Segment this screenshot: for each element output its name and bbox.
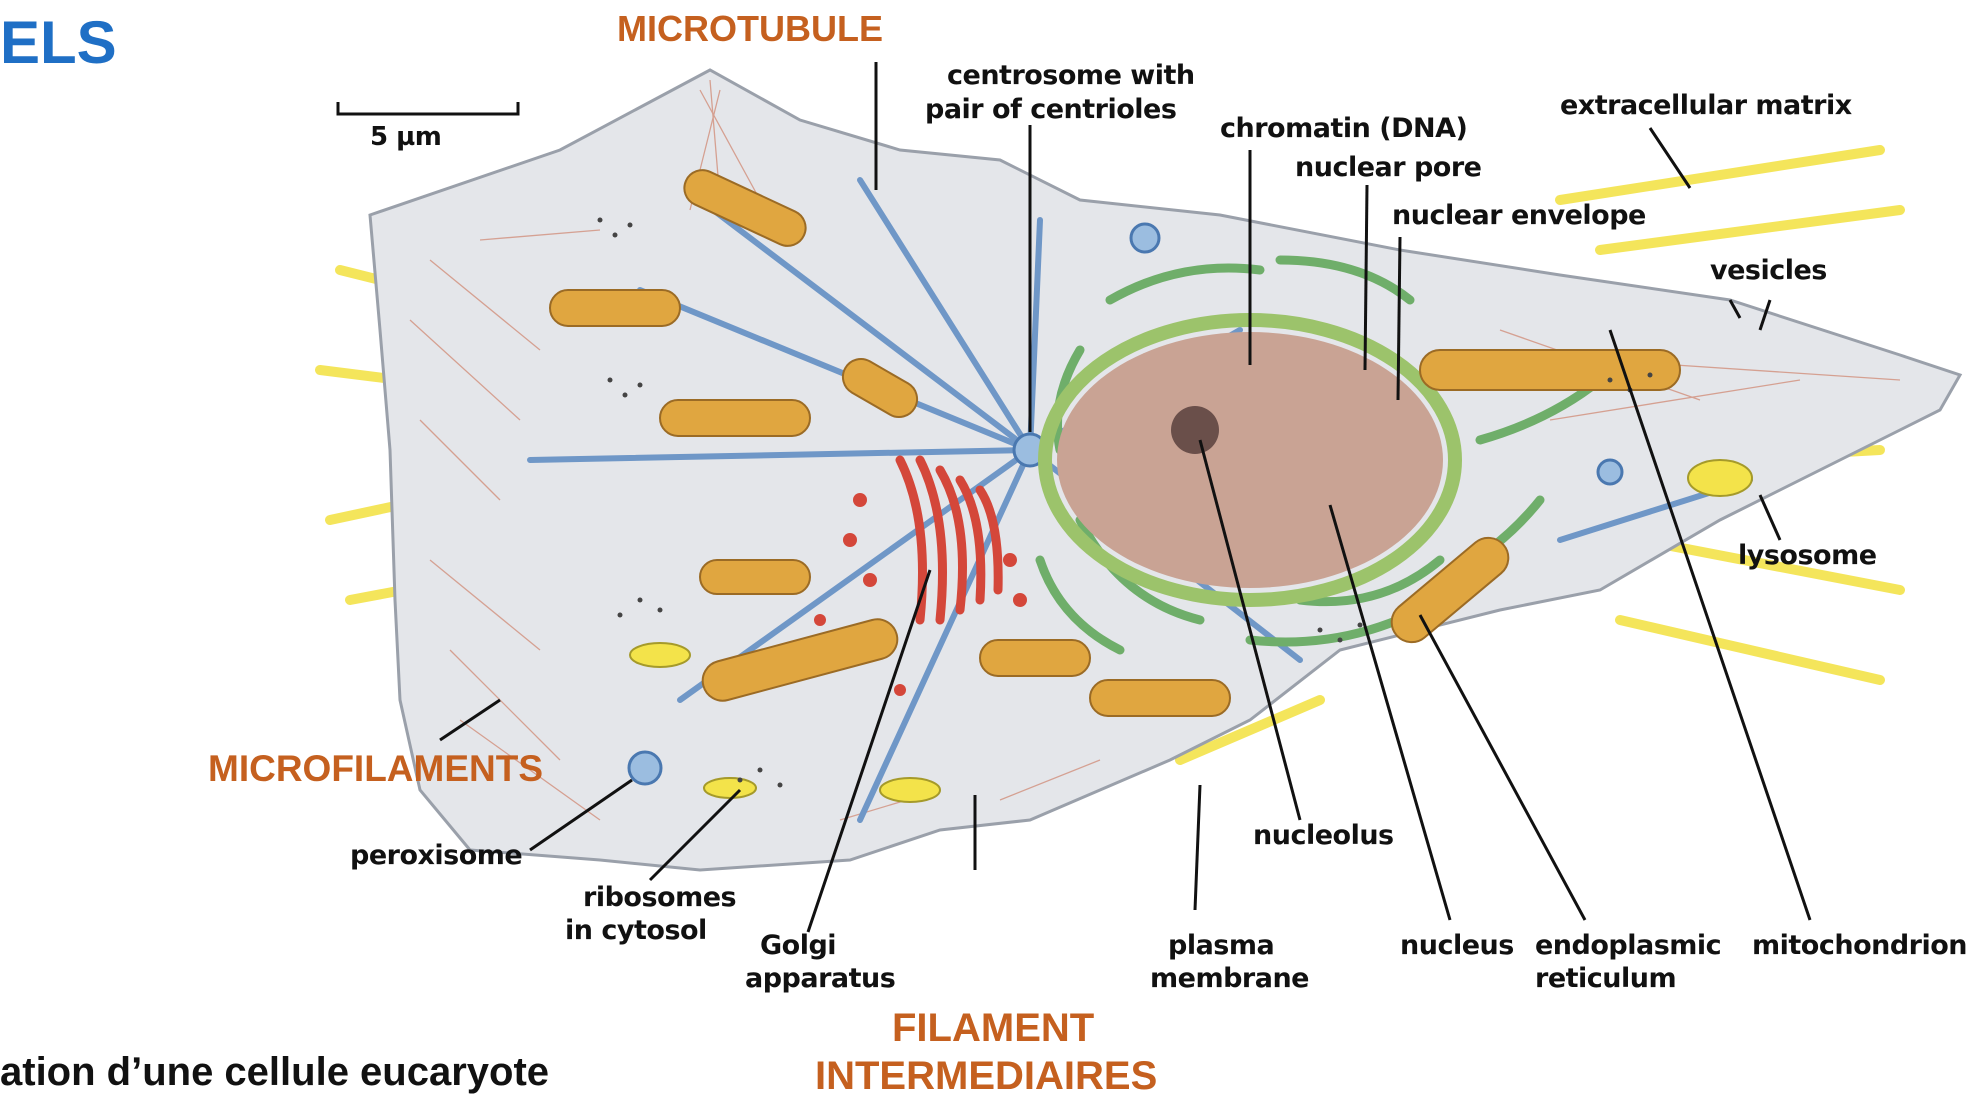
label-centrosome-line1: centrosome with xyxy=(947,60,1195,91)
label-extracellular-matrix: extracellular matrix xyxy=(1560,90,1852,121)
label-peroxisome: peroxisome xyxy=(350,840,522,871)
figure-caption: ation d’une cellule eucaryote xyxy=(0,1050,549,1095)
peroxisome-organelle-3 xyxy=(1598,460,1622,484)
label-plasma-line2: membrane xyxy=(1150,963,1309,994)
scale-bar-label: 5 µm xyxy=(370,122,441,152)
label-ribosomes-line1: ribosomes xyxy=(583,882,736,913)
label-nuclear-pore: nuclear pore xyxy=(1295,152,1481,183)
label-filament-line1: FILAMENT xyxy=(892,1006,1094,1051)
label-nucleus: nucleus xyxy=(1400,930,1514,961)
label-plasma-line1: plasma xyxy=(1168,930,1274,961)
label-vesicles: vesicles xyxy=(1710,255,1827,286)
page-title: ELS xyxy=(0,8,117,77)
label-golgi-line1: Golgi xyxy=(760,930,836,961)
lysosome-organelle-3 xyxy=(880,778,940,802)
label-filament-line2: INTERMEDIAIRES xyxy=(815,1054,1157,1099)
label-microfilaments: MICROFILAMENTS xyxy=(208,748,543,790)
label-microtubule: MICROTUBULE xyxy=(617,8,883,50)
nucleus xyxy=(1057,332,1443,588)
label-chromatin: chromatin (DNA) xyxy=(1220,113,1467,144)
label-er-line2: reticulum xyxy=(1535,963,1676,994)
nucleolus xyxy=(1171,406,1219,454)
label-golgi-line2: apparatus xyxy=(745,963,895,994)
lysosome-organelle-4 xyxy=(704,778,756,798)
label-centrosome-line2: pair of centrioles xyxy=(925,94,1176,125)
label-er-line1: endoplasmic xyxy=(1535,930,1721,961)
scale-bar xyxy=(338,102,518,114)
label-nuclear-envelope: nuclear envelope xyxy=(1392,200,1646,231)
label-nucleolus: nucleolus xyxy=(1253,820,1394,851)
label-mitochondrion: mitochondrion xyxy=(1752,930,1967,961)
lysosome-organelle-2 xyxy=(630,643,690,667)
label-lysosome: lysosome xyxy=(1738,540,1877,571)
lysosome-organelle xyxy=(1688,460,1752,496)
label-ribosomes-line2: in cytosol xyxy=(565,915,707,946)
peroxisome-organelle-2 xyxy=(1131,224,1159,252)
peroxisome-organelle xyxy=(629,752,661,784)
